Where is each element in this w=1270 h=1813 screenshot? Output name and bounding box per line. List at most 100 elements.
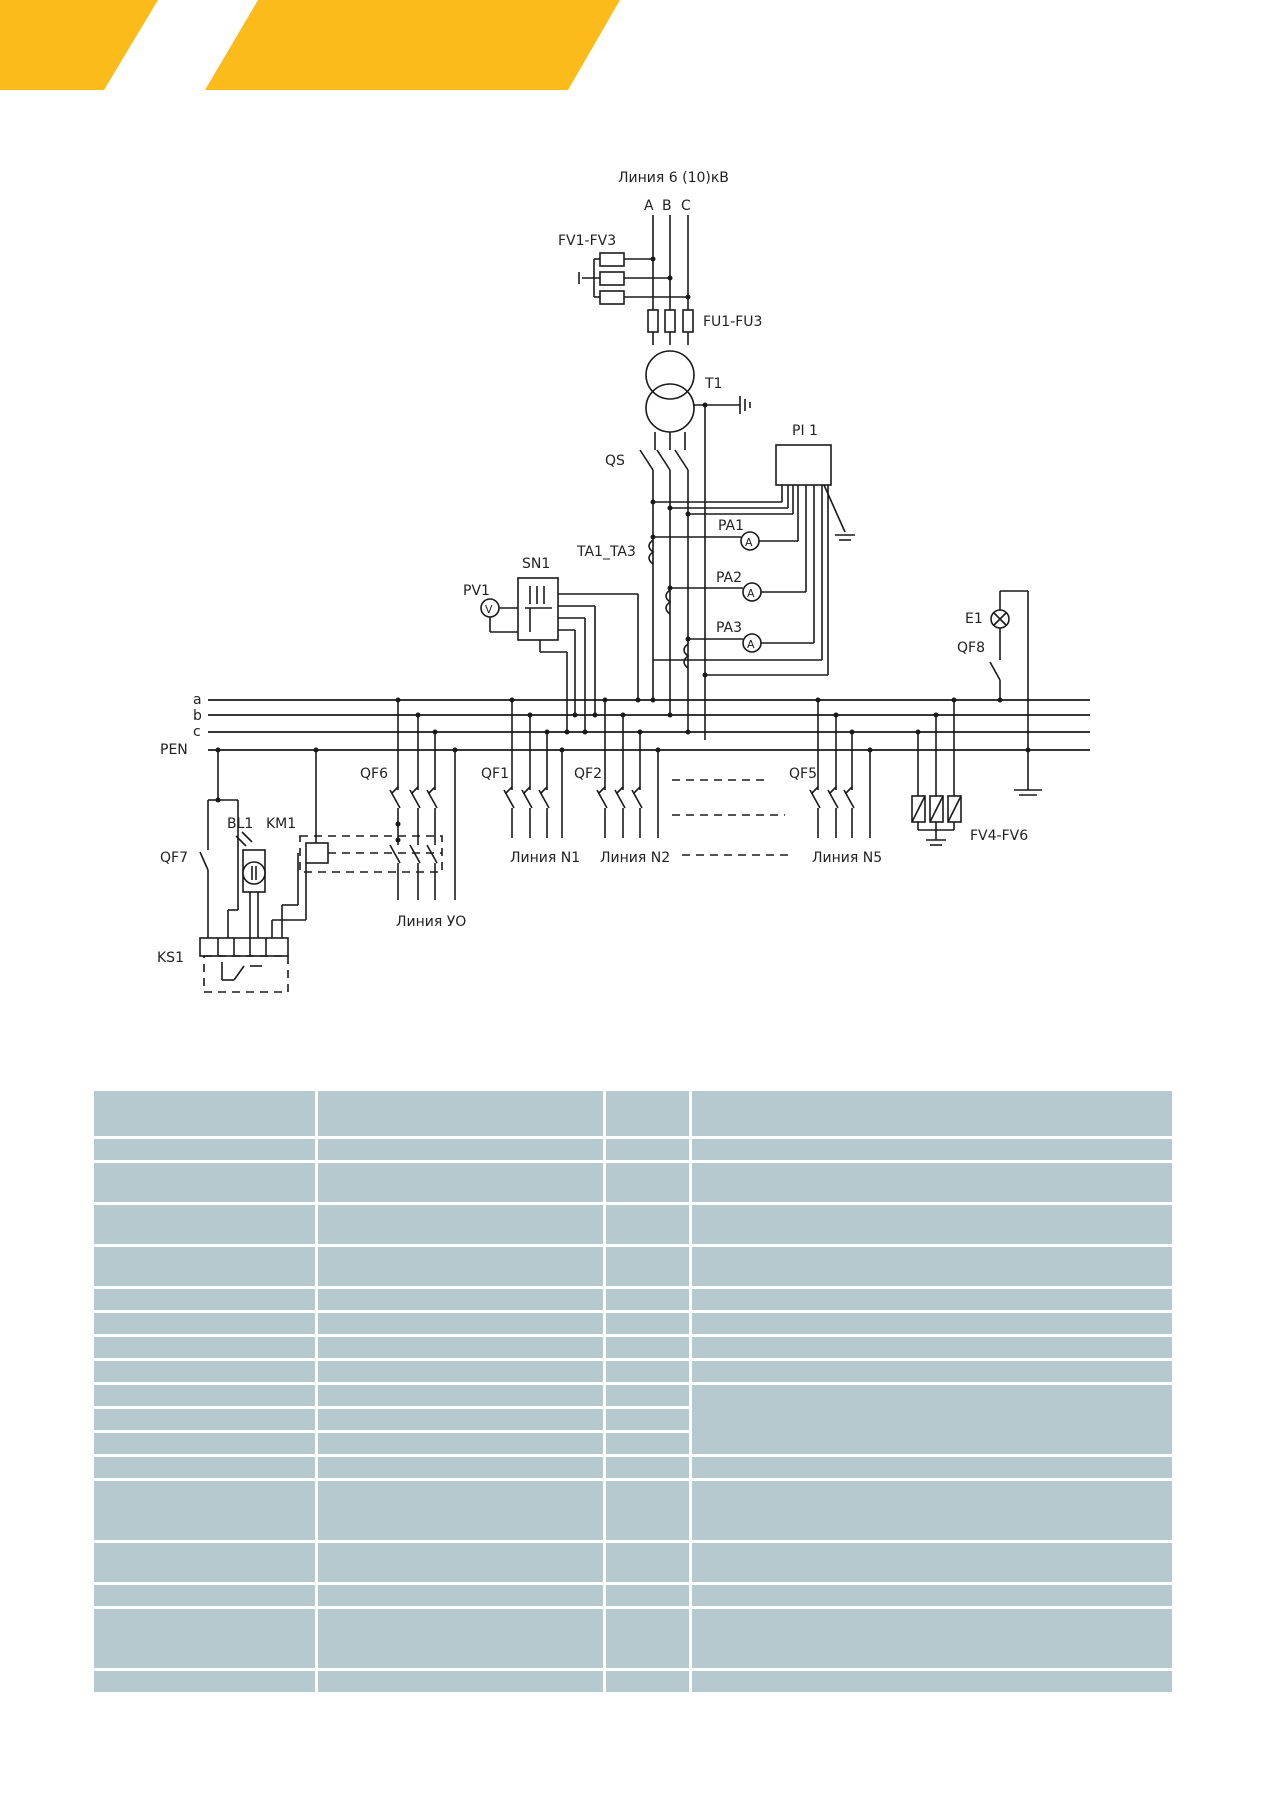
table-cell	[315, 1244, 606, 1289]
current-transformers-ta1-ta3: TA1_TA3	[576, 539, 690, 669]
table-cell	[603, 1406, 692, 1433]
table-cell	[315, 1430, 606, 1457]
specification-table	[91, 1088, 1175, 1695]
table-cell	[603, 1160, 692, 1205]
qs-label: QS	[605, 453, 625, 469]
feeder-qf1: QF1 Линия N1	[481, 697, 580, 866]
table-cell	[689, 1202, 1175, 1247]
table-cell	[689, 1582, 1175, 1609]
table-cell	[315, 1286, 606, 1313]
table-cell	[315, 1454, 606, 1481]
feeder-qf5: QF5 Линия N5	[789, 697, 882, 866]
table-cell	[91, 1668, 318, 1695]
table-cell	[91, 1478, 318, 1543]
table-cell	[91, 1334, 318, 1361]
table-cell	[91, 1606, 318, 1671]
pi1-measurement-wiring	[650, 402, 829, 740]
qf8-label: QF8	[957, 640, 985, 656]
network-analyzer-pi1: PI 1	[775, 423, 855, 541]
table-cell	[315, 1382, 606, 1409]
lighting-e1-qf8: E1 QF8	[957, 590, 1042, 796]
table-cell	[689, 1668, 1175, 1695]
table-cell	[91, 1286, 318, 1313]
table-cell	[603, 1334, 692, 1361]
phase-conductors	[652, 215, 689, 320]
table-cell	[603, 1310, 692, 1337]
lighting-control: QF7 BL1 KS1	[157, 747, 319, 993]
table-cell	[315, 1540, 606, 1585]
line-n5-label: Линия N5	[812, 850, 882, 866]
table-cell	[91, 1430, 318, 1457]
table-cell	[603, 1582, 692, 1609]
table-cell	[91, 1358, 318, 1385]
pi1-label: PI 1	[792, 423, 818, 439]
table-cell	[689, 1286, 1175, 1313]
fv1-fv3-label: FV1-FV3	[558, 233, 616, 249]
table-cell	[315, 1202, 606, 1247]
fuses-fu1-fu3: FU1-FU3	[647, 309, 762, 333]
ammeters: PA1 A PA2 A PA3 A	[653, 485, 815, 653]
pa1-label: PA1	[718, 518, 744, 534]
header-accent-left	[0, 0, 158, 90]
table-cell	[603, 1668, 692, 1695]
table-cell	[689, 1244, 1175, 1289]
table-cell	[689, 1136, 1175, 1163]
pa3-label: PA3	[716, 620, 742, 636]
table-cell	[689, 1540, 1175, 1585]
phase-b-label: B	[662, 198, 672, 214]
table-cell	[315, 1088, 606, 1139]
pa2-symbol: A	[747, 587, 755, 600]
table-cell	[91, 1454, 318, 1481]
header-accent-right	[205, 0, 620, 90]
t1-label: T1	[704, 376, 722, 392]
phase-c-label: C	[681, 198, 691, 214]
title-line-6-10kv: Линия 6 (10)кВ	[618, 170, 729, 186]
ta1-ta3-label: TA1_TA3	[576, 544, 636, 560]
qf5-label: QF5	[789, 766, 817, 782]
table-cell	[689, 1606, 1175, 1671]
table-cell	[603, 1244, 692, 1289]
table-cell	[603, 1358, 692, 1385]
busbars: a b c PEN	[160, 692, 1090, 758]
phase-a-label: A	[644, 198, 654, 214]
table-cell	[315, 1668, 606, 1695]
table-cell	[689, 1382, 1175, 1457]
table-cell	[315, 1358, 606, 1385]
table-cell	[315, 1582, 606, 1609]
fv4-fv6-label: FV4-FV6	[970, 828, 1028, 844]
surge-arresters-fv1-fv3: FV1-FV3	[558, 233, 691, 305]
table-cell	[603, 1454, 692, 1481]
table-cell	[91, 1310, 318, 1337]
table-cell	[315, 1334, 606, 1361]
bus-pen-label: PEN	[160, 742, 188, 758]
pa2-label: PA2	[716, 570, 742, 586]
table-cell	[315, 1136, 606, 1163]
pv1-symbol: V	[485, 603, 493, 616]
table-cell	[315, 1478, 606, 1543]
table-cell	[603, 1540, 692, 1585]
surge-arresters-fv4-fv6: FV4-FV6	[911, 697, 1028, 846]
ks1-label: KS1	[157, 950, 184, 966]
feeder-qf2: QF2 Линия N2	[574, 697, 670, 866]
table-cell	[603, 1088, 692, 1139]
qf7-label: QF7	[160, 850, 188, 866]
table-cell	[603, 1136, 692, 1163]
table-cell	[91, 1088, 318, 1139]
table-cell	[603, 1478, 692, 1543]
table-cell	[689, 1334, 1175, 1361]
table-cell	[603, 1606, 692, 1671]
table-cell	[91, 1540, 318, 1585]
sn1-label: SN1	[522, 556, 550, 572]
qf6-label: QF6	[360, 766, 388, 782]
table-cell	[315, 1606, 606, 1671]
voltmeter-switch-group: PV1 V SN1	[463, 556, 639, 732]
single-line-diagram: Линия 6 (10)кВ A B C FV1-FV3 FU1-FU3	[157, 170, 1090, 993]
table-cell	[91, 1202, 318, 1247]
pa3-symbol: A	[747, 638, 755, 651]
table-cell	[689, 1478, 1175, 1543]
km1-label: KM1	[266, 816, 296, 832]
table-cell	[91, 1160, 318, 1205]
table-cell	[689, 1358, 1175, 1385]
bus-a-label: a	[193, 692, 202, 708]
qf1-label: QF1	[481, 766, 509, 782]
